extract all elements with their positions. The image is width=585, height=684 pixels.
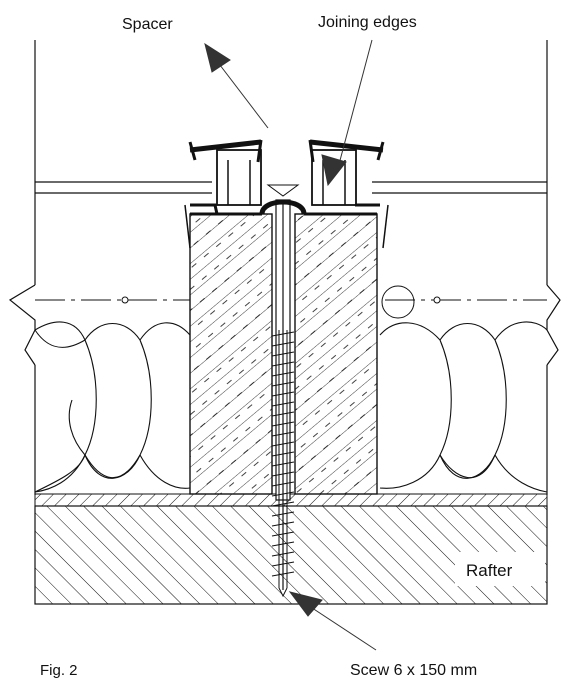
rafter-label: Rafter <box>466 561 513 580</box>
membrane-line <box>35 285 547 319</box>
outer-frame <box>8 40 561 495</box>
joining-edges-label: Joining edges <box>318 14 417 31</box>
screw-arrowhead <box>288 591 323 617</box>
sarking-board <box>34 493 548 507</box>
figure-caption: Fig. 2 <box>40 662 78 679</box>
screw-label: Scew 6 x 150 mm <box>350 662 478 679</box>
screw <box>271 199 295 598</box>
block-right <box>294 213 378 495</box>
spacer-label: Spacer <box>122 16 173 33</box>
spacer-right <box>308 139 389 249</box>
insulation-left <box>34 321 191 493</box>
spacer-arrowhead <box>204 42 231 73</box>
spacer-left <box>184 139 263 249</box>
insulation-right <box>379 321 548 493</box>
joint-head <box>190 184 377 216</box>
leader-arrows <box>204 39 377 651</box>
block-left <box>189 213 273 495</box>
joining-edges-arrowhead <box>321 154 347 187</box>
rafter-label-background <box>455 552 545 586</box>
